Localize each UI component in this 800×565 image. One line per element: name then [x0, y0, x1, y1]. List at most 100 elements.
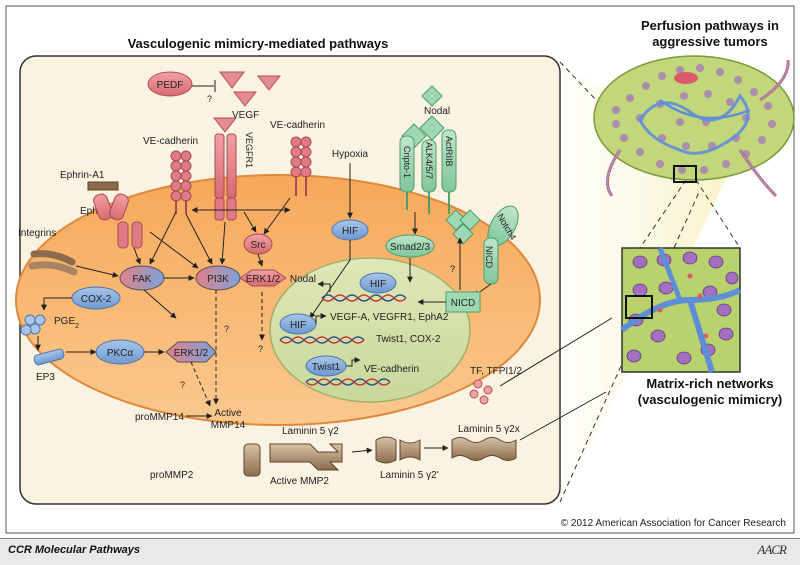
pedf-label: PEDF [157, 80, 184, 91]
smad-label: Smad2/3 [390, 242, 430, 253]
integrin-strand [28, 261, 78, 276]
tf-label: TF, TFPI1/2 [470, 366, 522, 377]
panel-title: Vasculogenic mimicry-mediated pathways [128, 36, 389, 51]
cripto-receptor [399, 135, 415, 210]
aacr-logo: AACR [757, 542, 787, 557]
pge2-label: PGE2 [54, 316, 79, 330]
notch-diamond [459, 209, 481, 231]
active-mmp14-label: MMP14 [211, 420, 246, 431]
alk-label: ALK4/5/7 [424, 142, 434, 179]
matrix-title: (vasculogenic mimicry) [638, 392, 783, 407]
diagram-canvas: Vasculogenic mimicry-mediated pathways P… [5, 5, 795, 534]
prommp2-label: proMMP2 [150, 470, 194, 481]
arrow [346, 357, 361, 367]
ep3-label: EP3 [36, 372, 55, 383]
pkc-label: PKCα [107, 348, 134, 359]
vecad-receptor-right [290, 136, 312, 196]
arrow [190, 361, 211, 407]
arrow [149, 211, 177, 265]
vegf-triangle [219, 71, 245, 89]
question-mark: ? [224, 324, 229, 334]
laminin-gamma2x [451, 437, 517, 461]
pi3k-node [195, 265, 241, 291]
pi3k-label: PI3K [207, 274, 229, 285]
arrow [317, 281, 331, 292]
vecad-label: VE-cadherin [143, 136, 198, 147]
nodal-gene-label: Nodal [290, 274, 316, 285]
dna-strand [305, 378, 391, 386]
epha2-label: EphA2 [80, 206, 110, 217]
tf-molecules [469, 379, 493, 405]
laminin-gamma2prime [375, 436, 421, 464]
question-mark: ? [258, 344, 263, 354]
question-mark: ? [207, 94, 212, 104]
hif-label: HIF [342, 226, 358, 237]
hif-node [359, 272, 397, 294]
active-mmp14-label: Active [214, 408, 242, 419]
integrin-strand [30, 250, 76, 266]
inset-title: aggressive tumors [652, 34, 768, 49]
prommp14-label: proMMP14 [135, 412, 184, 423]
pointer-line [499, 317, 613, 387]
epha2-receptor [93, 193, 143, 249]
vegf-triangle [212, 117, 238, 133]
pedf-node [147, 71, 193, 97]
journal-name: CCR Molecular Pathways [8, 544, 141, 556]
arrow [263, 197, 291, 235]
ep3-receptor [33, 348, 65, 366]
vegfr1-label: VEGFR1 [244, 132, 254, 168]
arrow [219, 221, 226, 265]
question-mark: ? [180, 380, 185, 390]
pointer-line [519, 391, 607, 441]
laminin-label: Laminin 5 γ2x [458, 424, 520, 435]
nodal-diamond [421, 85, 443, 107]
smad-node [385, 234, 435, 258]
arrow [149, 231, 199, 269]
arrow [257, 253, 264, 267]
copyright-text: © 2012 American Association for Cancer R… [561, 518, 786, 529]
dna-strand [321, 294, 407, 302]
laminin-label: Laminin 5 γ2 [282, 426, 339, 437]
hif-label: HIF [370, 279, 386, 290]
integrins-label: Integrins [18, 228, 56, 239]
vecad-label: VE-cadherin [270, 120, 325, 131]
tumor-inset [593, 55, 795, 198]
arrow [315, 313, 327, 324]
footer-bar: CCR Molecular Pathways AACR [0, 538, 800, 565]
matrix-title: Matrix-rich networks [646, 376, 773, 391]
prommp2-cylinder [243, 443, 261, 477]
erk-label: ERK1/2 [174, 348, 209, 359]
zoom-line [695, 179, 741, 249]
arrow [143, 289, 177, 319]
vegf-triangle [232, 91, 258, 107]
ephrin-label: Ephrin-A1 [60, 170, 105, 181]
dna-strand [279, 336, 365, 344]
actriib-label: ActRIIB [444, 136, 454, 167]
cox2-label: COX-2 [81, 294, 112, 305]
nicd-label: NICD [451, 298, 475, 309]
erk-node [165, 341, 217, 363]
arrow [133, 247, 141, 265]
cripto-label: Cripto-1 [402, 146, 412, 178]
zoom-line [559, 189, 701, 503]
alk-receptor [421, 139, 437, 214]
actriib-receptor [441, 129, 457, 214]
question-mark: ? [450, 264, 455, 274]
twist1-label: Twist1 [312, 362, 341, 373]
vegf-label: VEGF [232, 110, 259, 121]
hypoxia-label: Hypoxia [332, 149, 369, 160]
erk-label: ERK1/2 [246, 274, 281, 285]
arrow [351, 447, 373, 454]
dna-strand [321, 294, 407, 302]
src-label: Src [251, 240, 266, 251]
nodal-label: Nodal [424, 106, 450, 117]
vecad-gene-label: VE-cadherin [364, 364, 419, 375]
erk-node [239, 269, 287, 287]
arrow [41, 297, 72, 311]
nicd-label: NICD [484, 246, 494, 268]
zoom-line [639, 179, 687, 249]
target-genes-label: VEGF-A, VEGFR1, EphA2 [330, 312, 449, 323]
arrow [75, 265, 119, 278]
hif-label: HIF [290, 320, 306, 331]
